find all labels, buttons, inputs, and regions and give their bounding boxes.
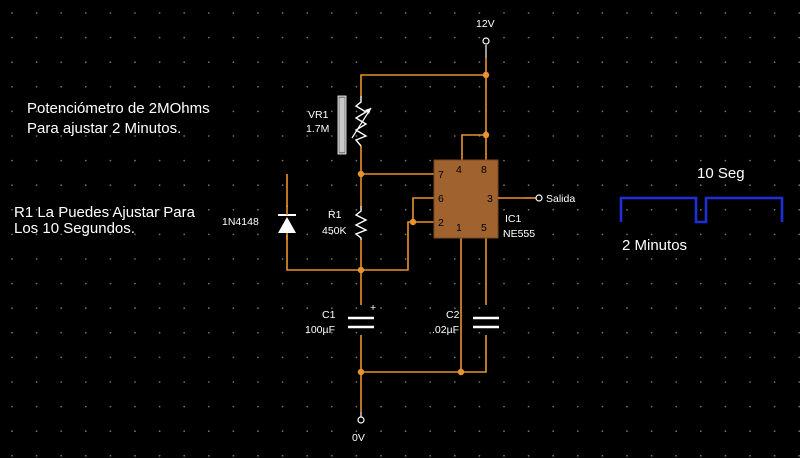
- ground-terminal[interactable]: [357, 412, 365, 424]
- ic1-pin6: 6: [438, 193, 444, 205]
- ic1-pin1: 1: [456, 222, 462, 234]
- supply-terminal[interactable]: [482, 37, 490, 58]
- ground-label: 0V: [352, 432, 365, 444]
- pot-note-line1: Potenciómetro de 2MOhms: [27, 100, 210, 117]
- c2-ref: C2: [446, 309, 460, 321]
- ic1-pin5: 5: [481, 222, 487, 234]
- r1-note-line2: Los 10 Segundos.: [14, 220, 135, 237]
- ic1-ne555[interactable]: 7 4 8 6 3 2 1 5: [433, 159, 524, 239]
- c1-polarity: +: [370, 302, 376, 314]
- c2-value: .02µF: [432, 324, 459, 336]
- ic1-part: NE555: [503, 228, 535, 240]
- r1-resistor[interactable]: [354, 206, 368, 240]
- c1-ref: C1: [322, 309, 336, 321]
- r1-ref: R1: [328, 209, 342, 221]
- ic1-pin2: 2: [438, 217, 444, 229]
- output-label: Salida: [546, 193, 575, 205]
- ic1-pin7: 7: [438, 169, 444, 181]
- wave-high-label: 10 Seg: [697, 165, 745, 182]
- ic1-pin3: 3: [487, 193, 493, 205]
- d1-diode[interactable]: [278, 205, 296, 240]
- r1-note-line1: R1 La Puedes Ajustar Para: [14, 204, 195, 221]
- d1-ref: 1N4148: [222, 216, 259, 228]
- c1-capacitor[interactable]: [348, 316, 374, 329]
- pot-note-line2: Para ajustar 2 Minutos.: [27, 120, 182, 137]
- ic1-ref: IC1: [505, 213, 522, 225]
- c1-value: 100µF: [305, 324, 335, 336]
- c2-capacitor[interactable]: [473, 316, 499, 329]
- r1-value: 450K: [322, 225, 347, 237]
- vr1-value: 1.7M: [306, 123, 329, 135]
- ic1-pin4: 4: [456, 164, 462, 176]
- timing-waveform: [619, 196, 784, 224]
- supply-label: 12V: [476, 18, 495, 30]
- junction-nodes: [357, 71, 490, 376]
- wave-low-label: 2 Minutos: [622, 237, 687, 254]
- ic1-pin8: 8: [481, 164, 487, 176]
- vr1-ref: VR1: [308, 109, 329, 121]
- vr1-potentiometer[interactable]: [337, 95, 372, 155]
- output-terminal[interactable]: [535, 194, 543, 202]
